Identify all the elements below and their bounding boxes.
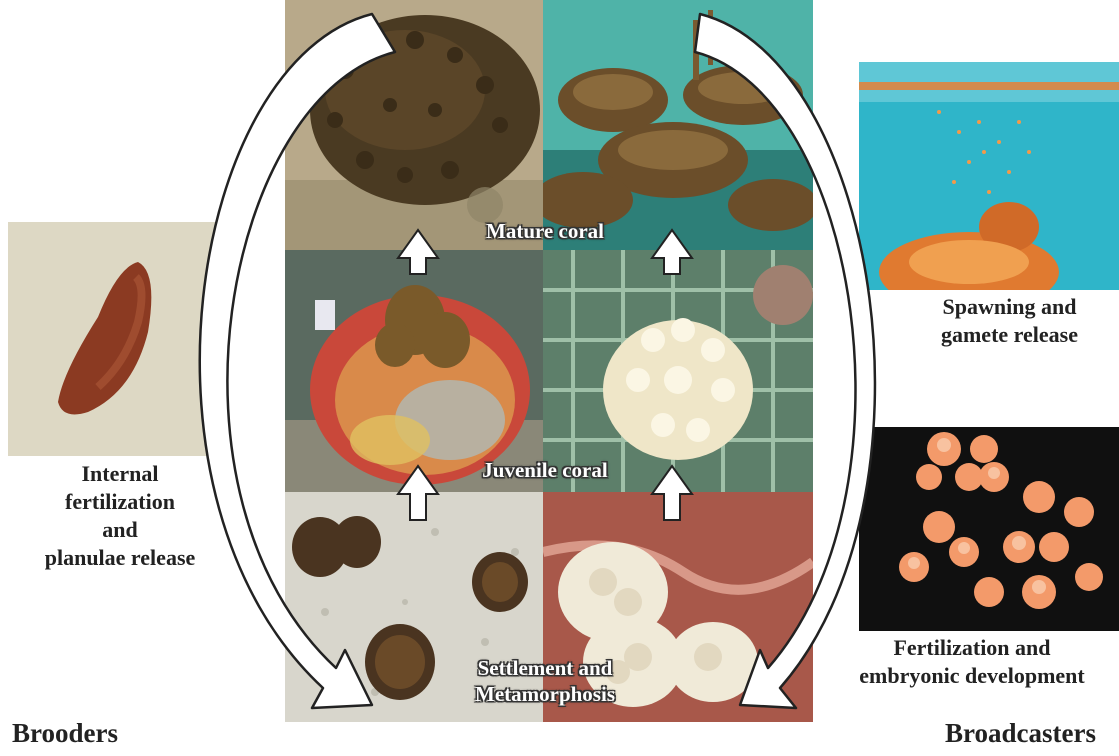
brooder-caption: Internal fertilization and planulae rele… <box>0 460 240 572</box>
broadcasters-title: Broadcasters <box>945 718 1096 749</box>
brooders-title: Brooders <box>12 718 118 749</box>
caption-line: Internal <box>0 460 240 488</box>
fertilization-caption: Fertilization and embryonic development <box>825 634 1119 690</box>
mature-coral-label: Mature coral <box>420 218 670 244</box>
caption-line: and <box>0 516 240 544</box>
caption-line: fertilization <box>0 488 240 516</box>
settlement-line-2: Metamorphosis <box>420 681 670 707</box>
settlement-line-1: Settlement and <box>420 655 670 681</box>
caption-line: planulae release <box>0 544 240 572</box>
juvenile-coral-label: Juvenile coral <box>420 457 670 483</box>
caption-line: Spawning and <box>900 293 1119 321</box>
caption-line: embryonic development <box>825 662 1119 690</box>
spawning-caption: Spawning and gamete release <box>900 293 1119 349</box>
caption-line: Fertilization and <box>825 634 1119 662</box>
caption-line: gamete release <box>900 321 1119 349</box>
broadcaster-cycle-arrow <box>695 14 875 708</box>
settlement-label: Settlement and Metamorphosis <box>420 655 670 707</box>
brooder-cycle-arrow <box>200 14 395 708</box>
